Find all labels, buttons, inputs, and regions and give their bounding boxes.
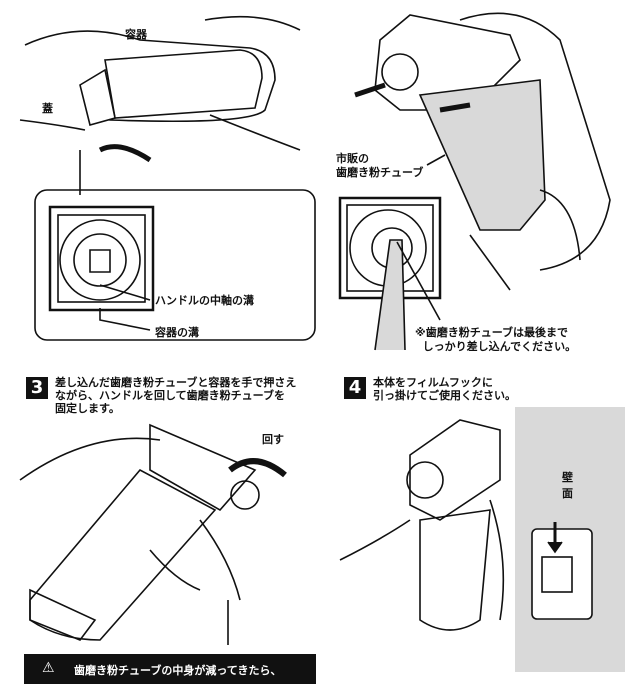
step-number-3: 3: [26, 377, 48, 399]
step4-line-1: 本体をフィルムフックに: [373, 376, 493, 389]
label-tube-2: 歯磨き粉チューブ: [336, 166, 424, 179]
step3-line-3: 固定します。: [55, 402, 120, 415]
wall-label: 壁面: [562, 470, 576, 502]
illustration-step2: [338, 12, 611, 351]
note-insert: ※歯磨き粉チューブは最後まで しっかり差し込んでください。: [415, 326, 576, 354]
warning-banner: ⚠ 歯磨き粉チューブの中身が減ってきたら、: [24, 654, 316, 684]
wall-area: [515, 407, 625, 672]
illustration-step4: [339, 419, 505, 631]
film-hook-icon: [531, 522, 593, 620]
label-turn: 回す: [262, 433, 284, 446]
warning-triangle-icon: ⚠: [42, 660, 55, 676]
label-container-groove: 容器の溝: [155, 326, 199, 339]
wall-label-1: 壁: [562, 471, 573, 484]
step3-instructions: 差し込んだ歯磨き粉チューブと容器を手で押さえ ながら、ハンドルを回して歯磨き粉チ…: [55, 376, 296, 415]
warning-text: 歯磨き粉チューブの中身が減ってきたら、: [74, 664, 282, 677]
illustration-step1: [19, 15, 316, 341]
label-tube: 市販の歯磨き粉チューブ: [336, 152, 423, 180]
illustration-step3: [19, 423, 287, 645]
step3-line-2: ながら、ハンドルを回して歯磨き粉チューブを: [55, 389, 286, 402]
step4-instructions: 本体をフィルムフックに 引っ掛けてご使用ください。: [373, 376, 516, 402]
step4-line-2: 引っ掛けてご使用ください。: [373, 389, 516, 402]
wall-label-2: 面: [562, 487, 573, 500]
label-tube-1: 市販の: [336, 152, 369, 165]
step3-line-1: 差し込んだ歯磨き粉チューブと容器を手で押さえ: [55, 376, 297, 389]
label-container: 容器: [125, 28, 147, 41]
label-lid: 蓋: [42, 102, 53, 115]
step-number-4: 4: [344, 377, 366, 399]
note-line-1: ※歯磨き粉チューブは最後まで: [415, 326, 569, 339]
note-line-2: しっかり差し込んでください。: [422, 340, 577, 353]
label-handle-groove: ハンドルの中軸の溝: [155, 294, 254, 307]
